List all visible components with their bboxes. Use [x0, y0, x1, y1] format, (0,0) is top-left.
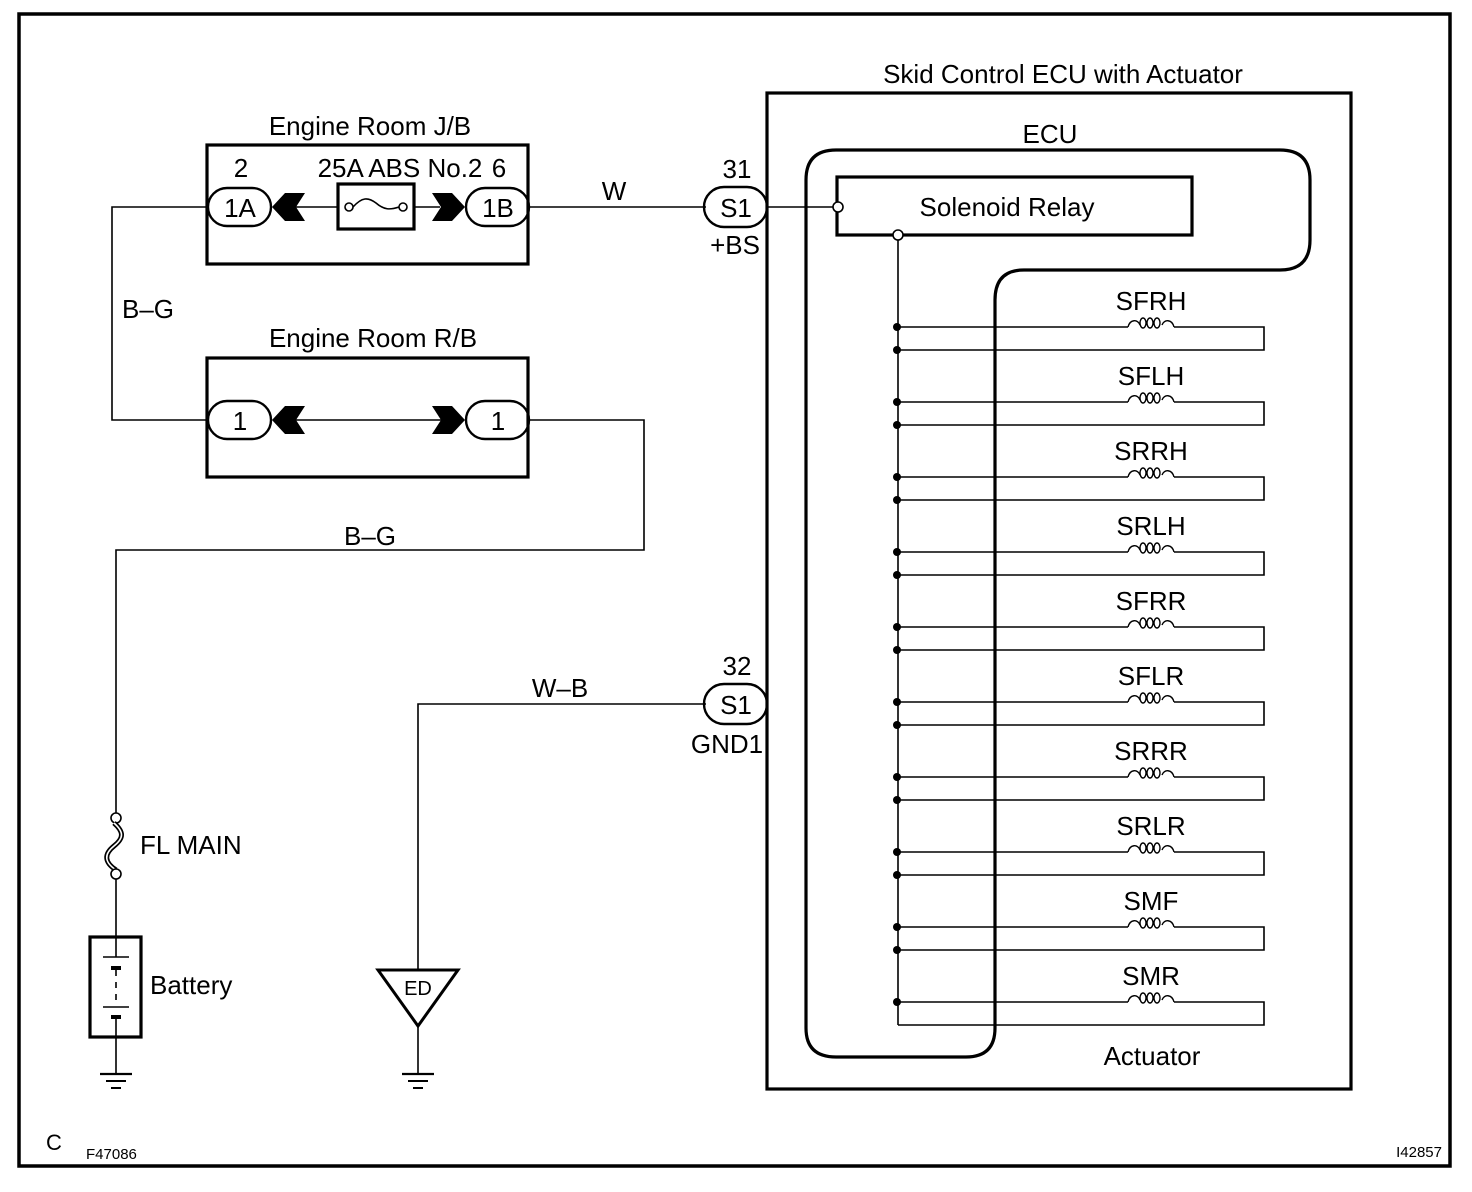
- rb-connector-right-label: 1: [491, 406, 505, 436]
- solenoid-smr: SMR: [893, 961, 1265, 1026]
- solenoid-label: SRRR: [1114, 736, 1188, 766]
- fuse-icon: [344, 198, 408, 212]
- rb-connector-left-label: 1: [233, 406, 247, 436]
- junction-dot: [893, 496, 901, 504]
- ground-point-ed-icon: [375, 968, 461, 1029]
- solenoid-label: SFLH: [1118, 361, 1184, 391]
- solenoid-srlh: SRLH: [893, 511, 1265, 579]
- terminal-31-name: +BS: [710, 230, 760, 260]
- actuator-label: Actuator: [1104, 1041, 1201, 1071]
- wire-bg-jb-rb: [111, 206, 208, 421]
- junction-dot: [893, 323, 901, 331]
- terminal-32-name: GND1: [691, 729, 763, 759]
- jb-pin-left-number: 2: [234, 153, 248, 183]
- connector-1b-label: 1B: [482, 193, 514, 223]
- coil-icon: [1127, 617, 1175, 629]
- solenoid-srrr: SRRR: [893, 736, 1265, 804]
- solenoid-label: SMF: [1124, 886, 1179, 916]
- solenoid-label: SFRH: [1116, 286, 1187, 316]
- wire-bg-rb-battery: [115, 419, 645, 814]
- diagram-frame: [17, 12, 1452, 1168]
- solenoid-sfrr: SFRR: [893, 586, 1265, 654]
- solenoid-label: SFRR: [1116, 586, 1187, 616]
- coil-icon: [1127, 917, 1175, 929]
- skid-control-title: Skid Control ECU with Actuator: [883, 59, 1243, 89]
- rb-connector-left: [206, 399, 273, 441]
- terminal-arrow-left-icon: [272, 406, 305, 434]
- figure-id-right: I42857: [1396, 1144, 1442, 1161]
- solenoid-group: SFRH SFLH SRRH SRLH SFRR SFLR SRRR SRLR SMF SMR: [893, 240, 1265, 1026]
- wire-label-wb: W–B: [532, 673, 588, 703]
- solenoid-label: SRLH: [1116, 511, 1185, 541]
- ground-icon: [402, 1072, 434, 1089]
- ground-icon: [100, 1072, 132, 1089]
- wire-wb-ground: [417, 703, 706, 970]
- junction-dot: [893, 848, 901, 856]
- junction-dot: [893, 871, 901, 879]
- junction-dot: [893, 398, 901, 406]
- ecu-boundary: [804, 148, 1312, 1059]
- terminal-32-connector-label: S1: [720, 690, 752, 720]
- figure-code-left: C: [46, 1130, 62, 1155]
- fl-main-label: FL MAIN: [140, 830, 242, 860]
- solenoid-srlr: SRLR: [893, 811, 1265, 879]
- skid-control-box: [765, 91, 1353, 1091]
- connector-1a-label: 1A: [224, 193, 256, 223]
- terminal-arrow-left-icon: [272, 193, 305, 221]
- junction-dot: [893, 998, 901, 1006]
- junction-dot: [893, 946, 901, 954]
- terminal-arrow-right-icon: [432, 406, 465, 434]
- junction-dot: [893, 773, 901, 781]
- junction-dot: [893, 698, 901, 706]
- coil-icon: [1127, 692, 1175, 704]
- junction-dot: [893, 646, 901, 654]
- wire-label-bg-2: B–G: [344, 521, 396, 551]
- coil-icon: [1127, 467, 1175, 479]
- solenoid-smf: SMF: [893, 886, 1265, 954]
- battery-icon: [103, 937, 129, 1037]
- junction-dot: [893, 571, 901, 579]
- wire-label-bg-1: B–G: [122, 294, 174, 324]
- junction-dot: [893, 473, 901, 481]
- jb-title: Engine Room J/B: [269, 111, 471, 141]
- coil-icon: [1127, 392, 1175, 404]
- terminal-arrow-right-icon: [432, 193, 465, 221]
- solenoid-sflh: SFLH: [893, 361, 1265, 429]
- terminal-31-connector-label: S1: [720, 193, 752, 223]
- coil-icon: [1127, 842, 1175, 854]
- coil-icon: [1127, 317, 1175, 329]
- ecu-label: ECU: [1023, 119, 1078, 149]
- junction-dot: [893, 796, 901, 804]
- solenoid-label: SFLR: [1118, 661, 1184, 691]
- rb-title: Engine Room R/B: [269, 323, 477, 353]
- junction-dot: [893, 421, 901, 429]
- jb-fuse-label: 25A ABS No.2: [318, 153, 483, 183]
- wire-label-w: W: [602, 176, 627, 206]
- coil-icon: [1127, 542, 1175, 554]
- figure-id-left: F47086: [86, 1146, 137, 1163]
- fusible-link-icon: [104, 812, 124, 880]
- junction-dot: [893, 548, 901, 556]
- jb-pin-right-number: 6: [492, 153, 506, 183]
- solenoid-label: SRRH: [1114, 436, 1188, 466]
- solenoid-srrh: SRRH: [893, 436, 1265, 504]
- terminal-31-pin: 31: [723, 154, 752, 184]
- solenoid-label: SRLR: [1116, 811, 1185, 841]
- battery-label: Battery: [150, 970, 232, 1000]
- solenoid-label: SMR: [1122, 961, 1180, 991]
- junction-dot: [893, 346, 901, 354]
- junction-dot: [893, 923, 901, 931]
- coil-icon: [1127, 767, 1175, 779]
- ground-point-label: ED: [404, 978, 432, 1000]
- solenoid-sflr: SFLR: [893, 661, 1265, 729]
- rb-box: [205, 356, 530, 479]
- terminal-32-pin: 32: [723, 651, 752, 681]
- solenoid-relay-label: Solenoid Relay: [920, 192, 1095, 222]
- junction-dot: [893, 721, 901, 729]
- solenoid-sfrh: SFRH: [893, 286, 1265, 354]
- coil-icon: [1127, 992, 1175, 1004]
- junction-dot: [893, 623, 901, 631]
